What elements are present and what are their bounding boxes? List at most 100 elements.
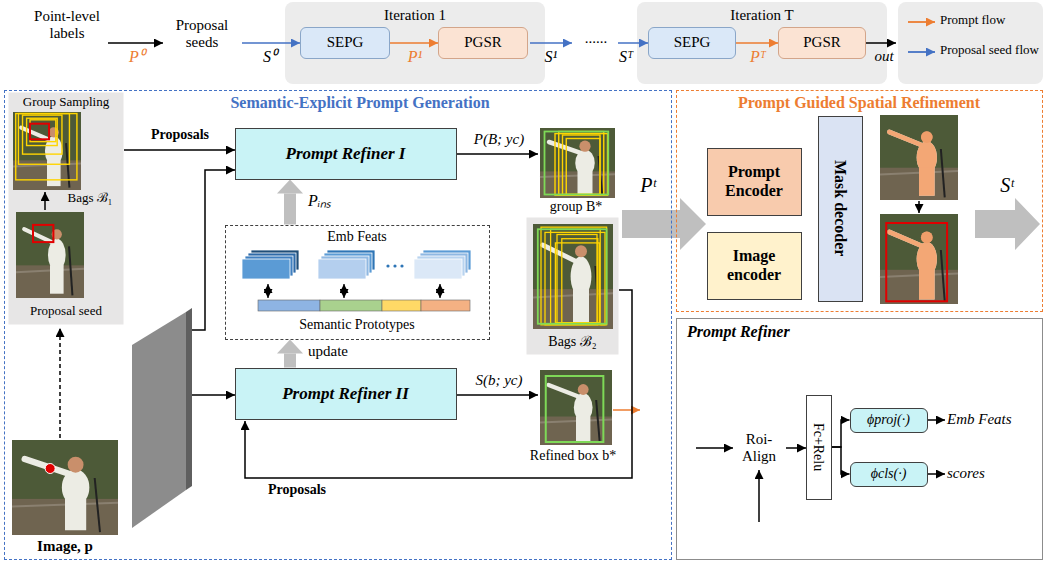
photo-stick xyxy=(596,400,600,443)
module-box: PGSR xyxy=(438,27,528,59)
node-title: Prompt Refiner xyxy=(687,323,887,341)
seed-symbol: S¹ xyxy=(536,48,566,66)
flow-arrow xyxy=(928,473,945,475)
decoder-box: Mask decoder xyxy=(818,116,863,302)
module-panel: Semantic-Explicit Prompt GenerationGroup… xyxy=(4,90,672,560)
ellipsis-dot xyxy=(386,264,389,267)
node-title: Iteration 1 xyxy=(285,7,545,24)
backbone-network xyxy=(132,312,186,528)
score-symbol: S(b; yc) xyxy=(460,372,538,389)
iteration-band: Iteration TSEPGPGSR xyxy=(637,2,887,84)
head-box: ϕcls(·) xyxy=(850,462,928,487)
block-shaft xyxy=(284,354,296,368)
ellipsis: ...... xyxy=(574,30,618,47)
photo xyxy=(12,440,118,535)
node-title: ϕproj(·) xyxy=(863,412,914,428)
box-overlay xyxy=(27,118,58,145)
module-panel: Prompt Guided Spatial RefinementPrompt E… xyxy=(676,90,1043,312)
box-overlay xyxy=(563,135,601,195)
figure-person xyxy=(889,232,937,300)
figure-arm xyxy=(21,128,50,140)
seed-symbol: Sᵗ xyxy=(985,174,1029,197)
photo-stick xyxy=(69,246,72,295)
photo-fence xyxy=(540,417,612,446)
refiner-box: Prompt Refiner I xyxy=(235,128,457,180)
flow-arrow xyxy=(613,409,640,411)
figure-head xyxy=(921,131,933,143)
point-label-dot xyxy=(45,464,55,474)
photo-ground xyxy=(16,212,84,298)
figure-legs xyxy=(65,499,86,530)
output-label: Emb Feats xyxy=(947,411,1033,428)
box-overlay xyxy=(18,114,69,165)
figure-person xyxy=(25,457,90,531)
box-overlay xyxy=(551,229,601,324)
box-overlay xyxy=(566,139,600,195)
photo xyxy=(16,212,84,298)
photo-ground xyxy=(13,112,81,190)
photo xyxy=(880,115,958,200)
photo xyxy=(540,128,615,198)
node-title: ϕcls(·) xyxy=(867,466,911,482)
legend-sample xyxy=(908,51,935,53)
flow-arrow xyxy=(758,470,760,522)
flow-arrow xyxy=(457,394,538,396)
block-arrow xyxy=(622,198,706,250)
box-overlay xyxy=(559,132,604,195)
output-label: scores xyxy=(947,465,1033,482)
photo-ground xyxy=(880,115,958,200)
image-caption: Image, p xyxy=(12,538,118,555)
figure-arm xyxy=(543,245,577,262)
figure-person xyxy=(543,245,592,324)
bags-region: Bags ℬ₂ xyxy=(527,218,619,355)
node-title: Bags ℬ₂ xyxy=(527,334,619,350)
exchange-arrow xyxy=(439,284,440,298)
region-fill xyxy=(285,2,545,84)
feature-map xyxy=(414,259,462,279)
illustrations xyxy=(12,112,1040,535)
connector xyxy=(832,447,850,474)
figure-person xyxy=(889,232,937,300)
node-title: PGSR xyxy=(799,34,845,51)
legend-text: Prompt flow xyxy=(940,13,1042,28)
exchange-arrow xyxy=(267,284,268,298)
image-caption: Refined box b* xyxy=(520,448,626,464)
flow-arrow xyxy=(928,419,945,421)
prompt-symbol: P⁰ xyxy=(122,48,152,66)
node-title: Prompt Encoder xyxy=(708,163,801,200)
connector xyxy=(736,43,778,44)
seed-symbol: S⁰ xyxy=(255,48,285,66)
operation-label: Roi-Align xyxy=(733,431,785,466)
box-overlay xyxy=(886,223,947,301)
figure-head xyxy=(575,245,587,257)
node-title: Prompt Guided Spatial Refinement xyxy=(677,94,1041,112)
figure-arm xyxy=(549,385,580,397)
figure-legs xyxy=(576,417,590,442)
legend-sample xyxy=(908,21,935,23)
fills xyxy=(9,2,1044,355)
region-fill xyxy=(9,93,124,325)
node-title: Prompt Refiner I xyxy=(282,144,410,164)
flow-arrow xyxy=(786,447,806,449)
figure-arm xyxy=(549,142,581,153)
prototype-segment xyxy=(421,300,470,311)
figure-legs xyxy=(919,168,935,196)
connector-line xyxy=(390,42,438,44)
detail-panel: Prompt RefinerFc+Relu ϕproj(·) ϕcls(·) xyxy=(676,318,1043,560)
encoder-box: Image encoder xyxy=(707,232,802,300)
photo-ground xyxy=(533,224,613,329)
figure-head xyxy=(68,457,84,473)
ellipsis-dot xyxy=(400,264,403,267)
prompt-symbol: Pᵀ xyxy=(743,48,773,66)
layer-box: Fc+Relu xyxy=(806,395,832,500)
prompt-symbol: P¹ xyxy=(400,48,430,66)
iteration-band: Iteration 1SEPGPGSR xyxy=(285,2,545,84)
figure-person xyxy=(889,131,937,196)
node-title: Emb Feats xyxy=(226,229,489,245)
box-overlay xyxy=(557,235,597,324)
photo-stick xyxy=(941,149,945,197)
block-arrow xyxy=(975,198,1040,250)
photo xyxy=(533,224,613,329)
prototype-segment xyxy=(382,300,421,311)
connector-line xyxy=(832,420,850,447)
